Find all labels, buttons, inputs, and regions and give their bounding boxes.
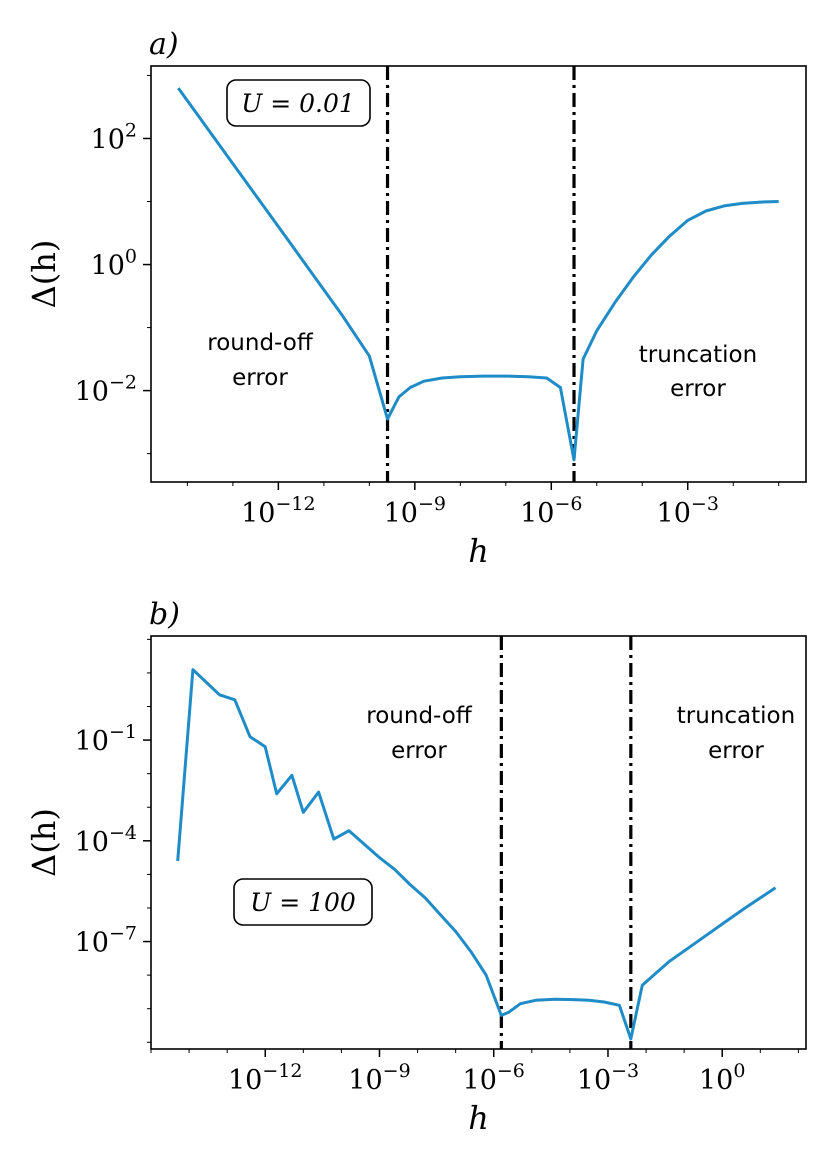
y-tick-label: 102 [91, 119, 137, 155]
plot-frame [150, 65, 807, 483]
x-tick-label: 100 [699, 1060, 745, 1096]
panel-label: b) [149, 597, 180, 632]
x-tick-label: 10−12 [228, 1060, 302, 1096]
y-axis-label: Δ(h) [25, 240, 63, 309]
roundoff-label: error [232, 365, 288, 391]
truncation-label: truncation [639, 342, 757, 368]
data-line [176, 668, 777, 1041]
y-tick-label: 10−2 [75, 372, 137, 408]
x-tick-label: 10−3 [577, 1060, 639, 1096]
truncation-label: error [670, 376, 726, 402]
x-tick-label: 10−12 [241, 493, 315, 529]
roundoff-label: error [391, 738, 447, 764]
x-axis-label: h [468, 1099, 489, 1137]
y-axis-label: Δ(h) [25, 808, 63, 877]
panel-a: a) 10−12 10−9 10−6 10−3 102 100 10−2 h Δ(h) round-… [25, 27, 807, 570]
roundoff-label: round-off [366, 703, 473, 729]
annotation-text: U = 0.01 [241, 89, 355, 118]
y-tick-label: 100 [91, 246, 137, 282]
annotation-box [233, 878, 373, 926]
truncation-label: truncation [677, 703, 795, 729]
data-line [177, 87, 779, 462]
y-tick-label: 10−1 [75, 721, 137, 757]
annotation-text: U = 100 [250, 888, 356, 917]
x-tick-label: 10−6 [520, 493, 582, 529]
truncation-label: error [708, 738, 764, 764]
plot-frame [150, 635, 807, 1050]
x-tick-label: 10−9 [348, 1060, 410, 1096]
x-axis-label: h [468, 532, 489, 570]
roundoff-label: round-off [207, 330, 314, 356]
panel-b: b) 10−12 10−9 10−6 10−3 100 10−1 10−4 10−7 h Δ(h) r… [25, 597, 807, 1137]
annotation-box [226, 79, 371, 127]
x-tick-label: 10−9 [384, 493, 446, 529]
y-tick-label: 10−7 [75, 923, 137, 959]
y-tick-label: 10−4 [75, 822, 137, 858]
x-tick-label: 10−6 [463, 1060, 525, 1096]
panel-label: a) [149, 27, 179, 62]
x-tick-label: 10−3 [657, 493, 719, 529]
